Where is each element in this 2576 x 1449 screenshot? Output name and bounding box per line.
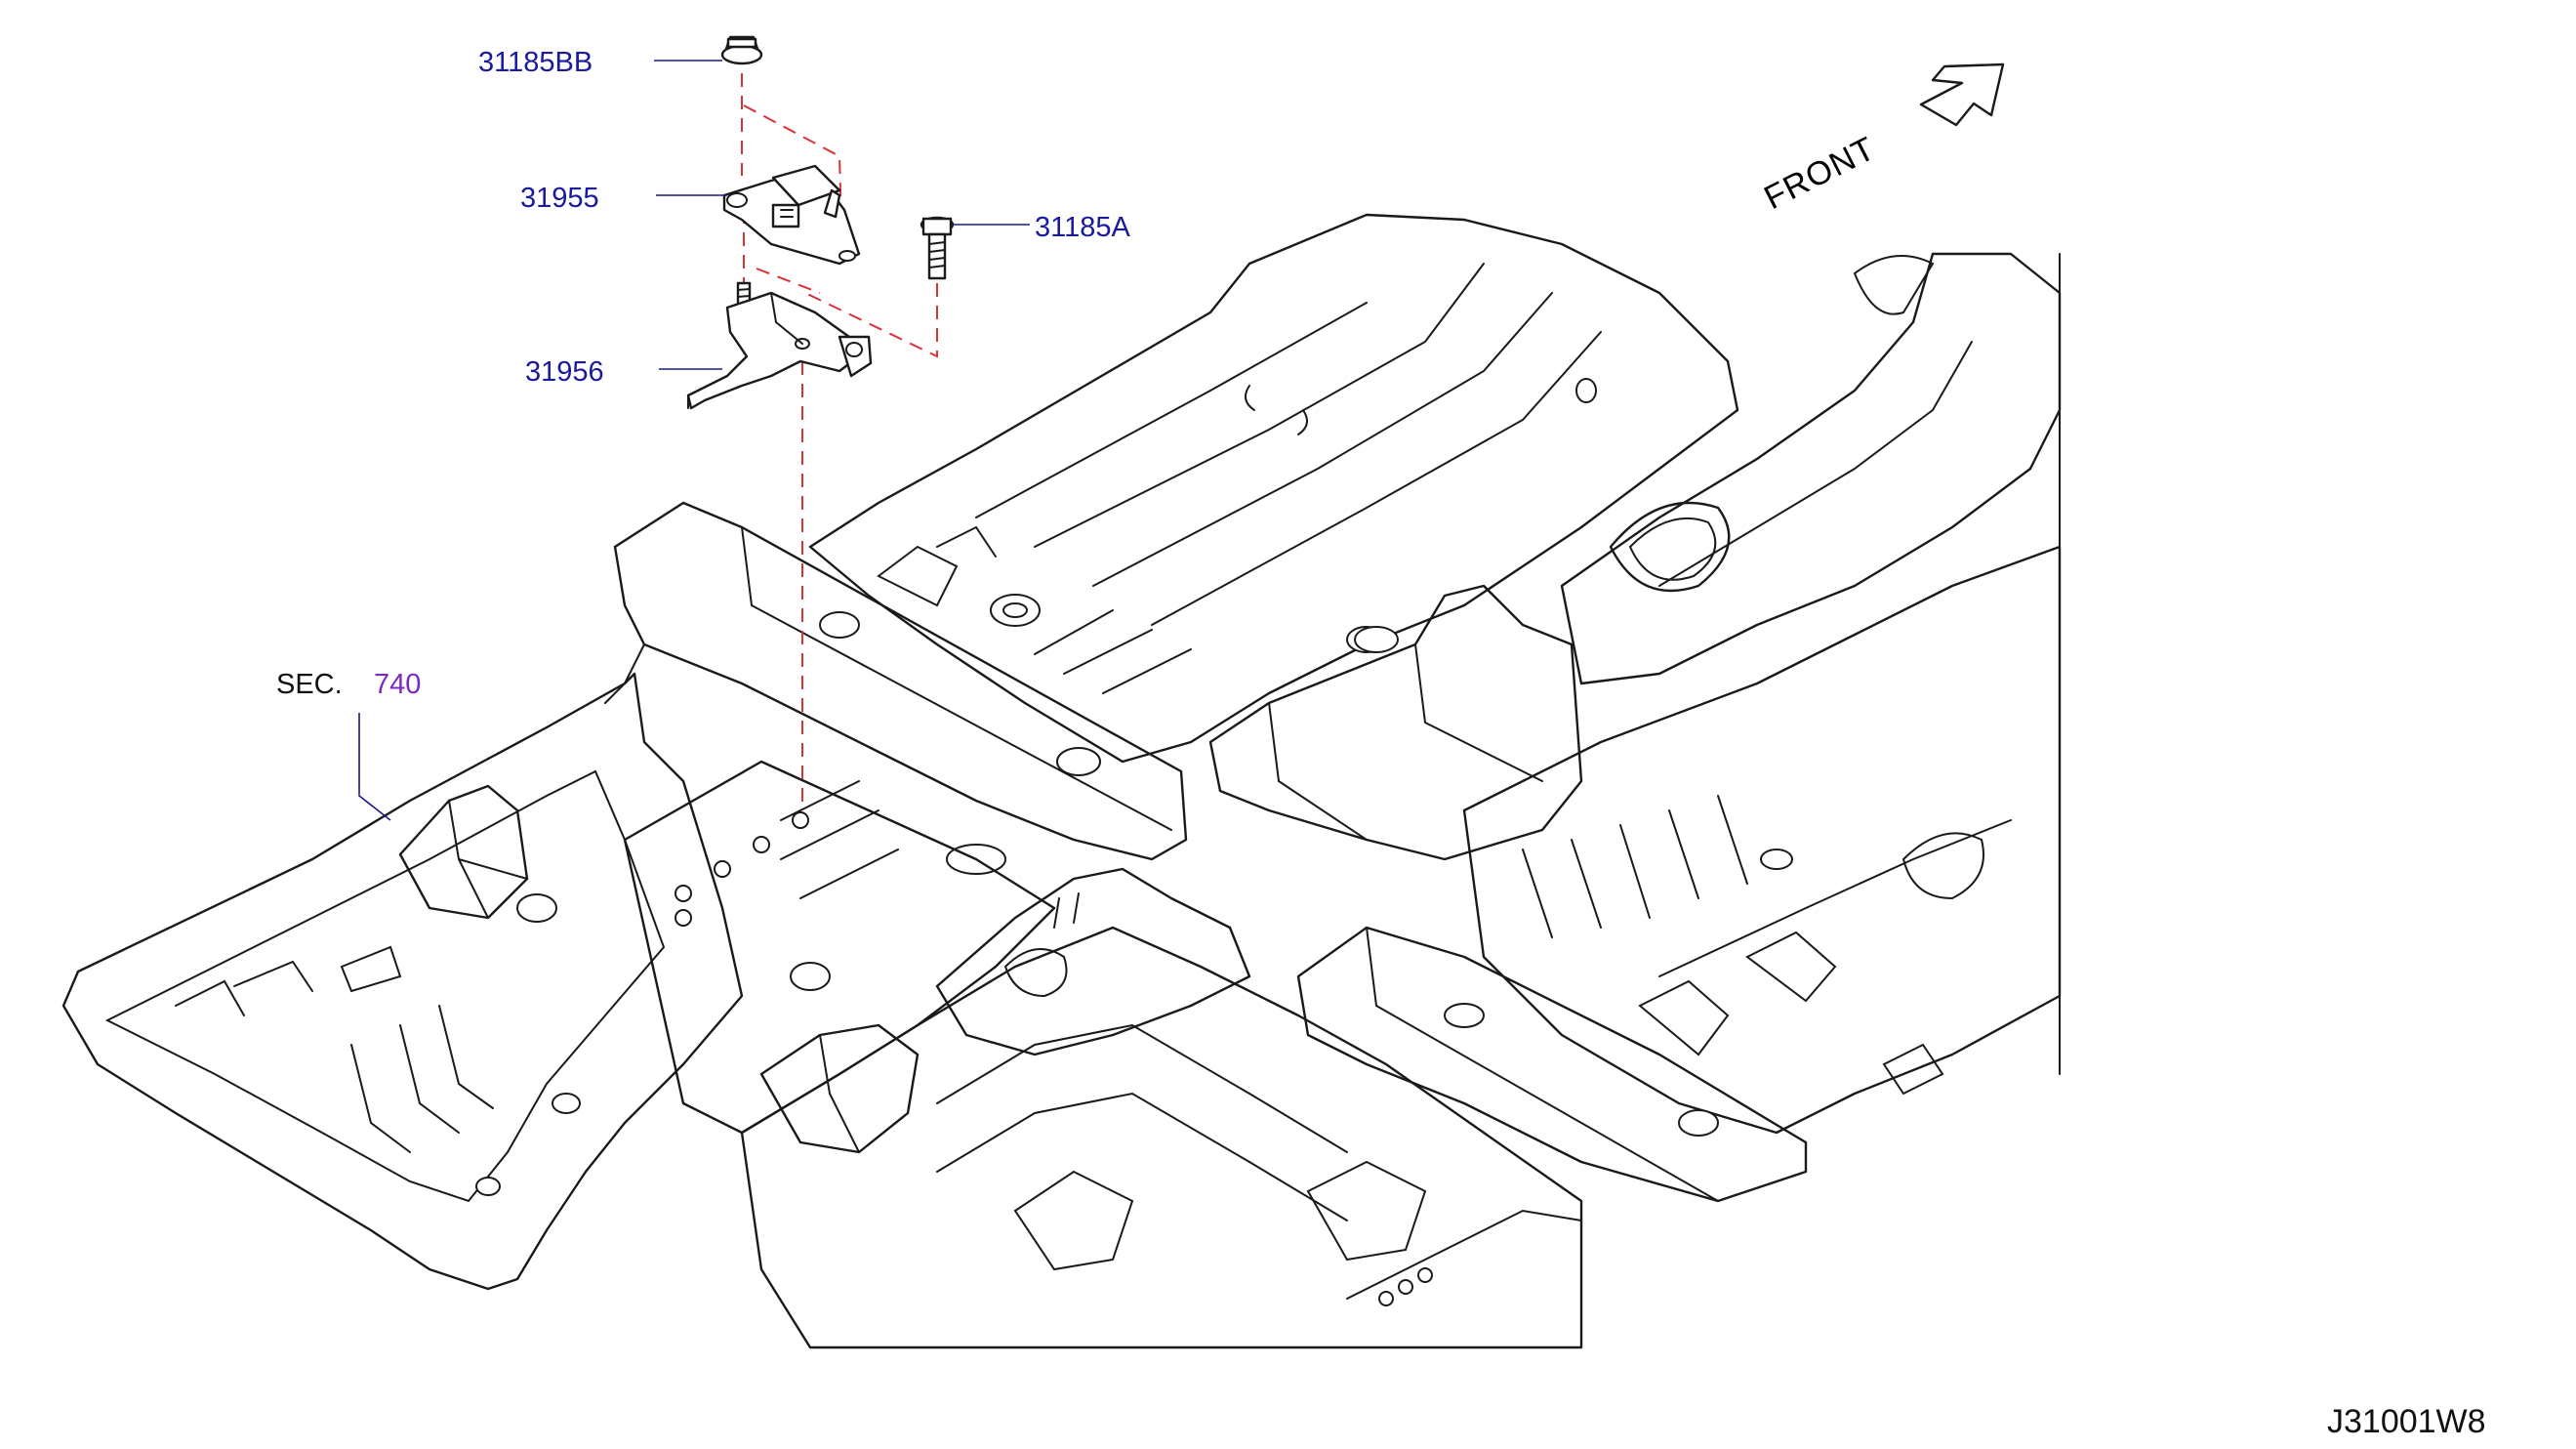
front-direction-arrow-icon xyxy=(1919,62,2005,127)
rear-floor-center xyxy=(623,760,1056,1135)
right-floor-hole-1 xyxy=(1760,849,1793,870)
lower-front-floor-channel-2 xyxy=(936,1092,1348,1221)
lower-front-floor-rail xyxy=(1346,1209,1582,1300)
center-tunnel-clip-2 xyxy=(1297,409,1308,435)
floor-inner-left xyxy=(104,769,666,1203)
lower-front-floor-hole-3 xyxy=(1417,1267,1433,1283)
floor-outline-left xyxy=(61,672,744,1291)
tunnel-bracket-detail xyxy=(1003,948,1068,998)
rear-cross-member-edge xyxy=(741,526,1172,831)
front-label: FRONT xyxy=(1758,130,1881,217)
rear-mount-block xyxy=(398,784,529,920)
leader-section xyxy=(358,713,391,821)
guide-bracket-corner xyxy=(756,268,821,294)
section-ref-prefix: SEC. xyxy=(276,669,343,700)
center-tunnel-clip-1 xyxy=(1245,385,1255,411)
right-floor-tab xyxy=(1882,1043,1944,1096)
guide-sensor-frame-top xyxy=(743,104,842,226)
floor-panel-assembly xyxy=(61,213,2062,1349)
lower-front-floor-hole-1 xyxy=(1378,1291,1394,1306)
rear-floor-slots xyxy=(780,780,899,899)
center-tunnel xyxy=(808,213,1739,764)
cross-member-hole-1 xyxy=(819,611,860,639)
right-floor-pocket-1 xyxy=(1638,979,1730,1056)
right-side-rail-cap xyxy=(1853,255,1935,315)
section-ref-number[interactable]: 740 xyxy=(374,669,421,700)
rear-floor-hole-4 xyxy=(675,909,692,927)
rear-floor-hole-7 xyxy=(790,962,831,991)
floor-rib-4 xyxy=(233,960,313,992)
floor-rib-5 xyxy=(175,979,245,1016)
center-tunnel-ridge-2 xyxy=(1151,331,1602,626)
lower-left-pad xyxy=(759,1023,920,1154)
front-cross-member-face xyxy=(1366,927,1719,1202)
rear-floor-hole-3 xyxy=(753,836,770,853)
right-floor-panel-inner xyxy=(1658,819,2012,977)
center-tunnel-bracket xyxy=(877,525,997,607)
diagram-id: J31001W8 xyxy=(2327,1403,2486,1440)
right-side-rail-inner xyxy=(1658,341,1973,587)
right-side-rail-oval xyxy=(1609,501,1731,593)
tunnel-bracket xyxy=(935,867,1251,1056)
front-cross-member xyxy=(1296,926,1808,1203)
sensor-unit[interactable] xyxy=(722,164,861,266)
front-cross-member-hole xyxy=(1444,1003,1485,1028)
mid-cross-member-hole xyxy=(1354,626,1399,653)
lower-front-floor xyxy=(740,926,1583,1349)
rear-mount-block-face xyxy=(448,800,528,919)
rear-floor-hole-1 xyxy=(675,885,692,902)
mounting-bolt[interactable] xyxy=(920,216,955,280)
right-floor-hole-2 xyxy=(1678,1109,1719,1137)
lower-front-floor-channel-1 xyxy=(936,1023,1348,1153)
callout-bolt-31185a[interactable]: 31185A xyxy=(1035,212,1130,243)
lower-front-floor-hole-2 xyxy=(1398,1279,1413,1295)
callout-bracket-31956[interactable]: 31956 xyxy=(525,356,604,388)
mid-cross-member xyxy=(1208,584,1583,861)
guide-bolt-to-bracket xyxy=(804,283,938,358)
right-floor-pocket-3 xyxy=(1901,832,1984,900)
sensor-bracket[interactable] xyxy=(686,291,873,410)
rear-floor-hole-6 xyxy=(516,893,557,923)
floor-rib-1 xyxy=(350,1044,411,1153)
lower-front-floor-pocket-1 xyxy=(1013,1170,1134,1271)
callout-sensor-31955[interactable]: 31955 xyxy=(520,183,599,214)
cross-member-hole-2 xyxy=(1056,747,1101,776)
callout-nut-31185bb[interactable]: 31185BB xyxy=(478,47,593,78)
mid-cross-member-face xyxy=(1268,643,1543,841)
rear-cross-member-flange xyxy=(604,643,645,704)
center-tunnel-ridge-3 xyxy=(1034,263,1485,548)
center-tunnel-ridge-4 xyxy=(975,302,1368,518)
rear-cross-member xyxy=(613,501,1188,861)
floor-rib-3 xyxy=(438,1005,494,1109)
right-side-rail-oval-inner xyxy=(1628,517,1717,581)
lower-front-floor-pocket-2 xyxy=(1306,1160,1427,1262)
right-floor-panel-ribs xyxy=(1522,795,1748,938)
rear-mount-tab xyxy=(340,945,402,993)
flange-nut[interactable] xyxy=(720,35,763,65)
right-floor-panel xyxy=(1462,545,2062,1135)
center-tunnel-clip-3 xyxy=(1575,378,1597,403)
tunnel-bracket-stud xyxy=(1053,892,1080,929)
floor-hole-2 xyxy=(475,1177,501,1196)
right-side-rail xyxy=(1560,252,2062,685)
floor-rib-2 xyxy=(399,1024,460,1134)
rear-floor-hole-2 xyxy=(714,860,731,878)
floor-hole-1 xyxy=(552,1093,581,1114)
rear-floor-hole-5 xyxy=(792,811,809,829)
center-tunnel-ridge-1 xyxy=(1092,292,1553,587)
right-floor-pocket-2 xyxy=(1745,931,1837,1003)
center-tunnel-ring xyxy=(1002,602,1028,618)
center-tunnel-ribs xyxy=(1034,609,1192,694)
exploded-parts xyxy=(358,35,1030,821)
lower-left-pad-face xyxy=(819,1034,860,1153)
